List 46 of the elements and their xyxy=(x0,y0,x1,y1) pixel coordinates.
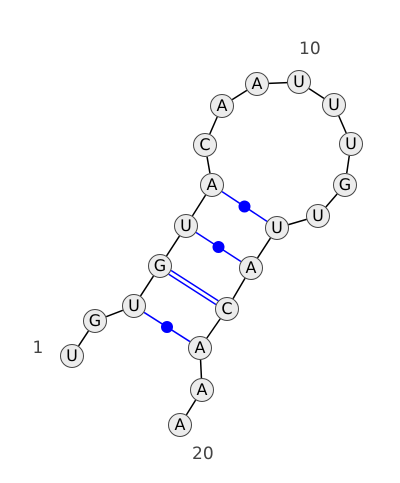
backbone-line xyxy=(232,278,246,300)
backbone-line xyxy=(325,194,338,208)
backbone-line xyxy=(346,156,350,174)
backbone-line xyxy=(256,238,272,258)
base-pair-line xyxy=(222,191,268,222)
position-number: 1 xyxy=(32,340,44,356)
nucleotide-circle: A xyxy=(245,72,269,96)
position-number: 10 xyxy=(299,40,321,58)
nucleotide-circle: C xyxy=(215,297,239,321)
base-pair-line xyxy=(144,312,190,342)
nucleotide-circle: A xyxy=(210,94,234,118)
nucleotide-circle: A xyxy=(190,378,214,402)
nucleotide-circle: U xyxy=(122,294,146,318)
nucleotide-circle: C xyxy=(193,133,217,157)
nucleotide-circle: A xyxy=(239,256,263,280)
backbone-line xyxy=(268,82,288,84)
nucleotide-circle: U xyxy=(174,214,198,238)
nucleotide-circle: U xyxy=(339,132,363,156)
nucleotide-circle: G xyxy=(83,309,107,333)
nucleotide-circle: U xyxy=(322,93,346,117)
backbone-line xyxy=(200,360,202,378)
backbone-line xyxy=(78,330,90,346)
nucleotide-circle: U xyxy=(60,344,84,368)
backbone-line xyxy=(166,236,180,256)
backbone-line xyxy=(308,88,324,100)
backbone-line xyxy=(338,116,347,134)
nucleotide-circle: A xyxy=(200,173,224,197)
backbone-line xyxy=(186,400,196,416)
base-pair-line xyxy=(168,270,219,306)
nucleotide-circle: U xyxy=(265,216,289,240)
backbone-line xyxy=(206,156,211,174)
backbone-line xyxy=(106,310,124,318)
nucleotide-circle: G xyxy=(148,254,172,278)
backbone-line xyxy=(140,276,154,296)
backbone-line xyxy=(192,194,206,216)
backbone-line xyxy=(206,318,221,339)
base-pair-line xyxy=(196,232,242,262)
nucleotide-circle: G xyxy=(333,173,357,197)
backbone-line xyxy=(288,218,307,226)
nucleotide-circle: U xyxy=(306,204,330,228)
nucleotide-circle: A xyxy=(168,413,192,437)
position-number: 20 xyxy=(192,446,214,462)
nucleotide-circle: U xyxy=(287,70,311,94)
backbone-line xyxy=(232,90,248,100)
backbone-line xyxy=(209,116,218,134)
nucleotide-circle: A xyxy=(188,336,212,360)
